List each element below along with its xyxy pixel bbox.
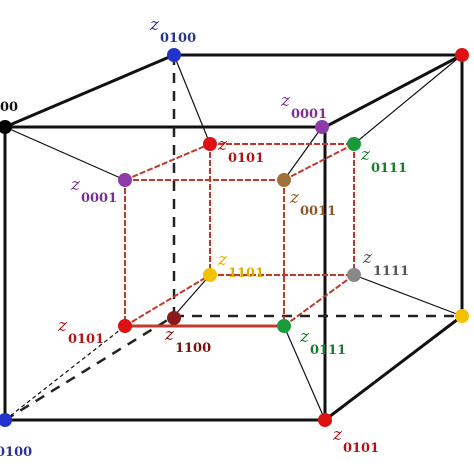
node-inner-top-back-left [203,137,217,151]
node-label-inner-top-front-left: z0001 [70,175,117,206]
connector-br-inner [283,325,326,421]
node-outer-top-right [455,48,469,62]
connector-yellow [353,274,463,317]
node-inner-top-front-left [118,173,132,187]
outer-edge-bottom-right [324,314,463,422]
node-inner-bottom-back-right [347,268,361,282]
node-label-outer-bottom-right: z0101 [332,425,379,456]
node-label-inner-top-back-left: z0101 [217,135,264,166]
connector-edges [4,54,463,421]
connector-tl-inner [4,126,126,181]
label-layer: z0100 0100 z0101 z1100 z0101 z0111 z0001 z0011 z… [0,15,409,460]
node-inner-bottom-back-left [203,268,217,282]
node-label-inner-bottom-front-right: z0111 [299,327,346,358]
node-label-outer-bottom-left: 0100 [0,445,32,460]
node-outer-back-bottom [167,311,181,325]
outer-edges [3,53,464,422]
connector-top-back [173,54,211,145]
connector-bl-inner [4,325,126,421]
inner-cube-edges [124,143,355,327]
dashed-edges [4,55,462,422]
node-inner-top-front-right [277,173,291,187]
inner-edge-4 [283,143,355,181]
dashed-edge-bottom-left [4,314,175,422]
outer-edge-top-right-diag [324,53,463,129]
node-label-inner-bottom-back-right: z1111 [362,248,409,279]
connector-right [353,54,463,145]
outer-edge-top-left [4,53,175,129]
inner-edge-12 [283,274,355,327]
inner-edge-3 [124,143,211,181]
node-outer-top-back [167,48,181,62]
node-inner-bottom-front-left [118,319,132,333]
node-layer [0,48,469,427]
node-inner-bottom-front-right [277,319,291,333]
connector-purple [283,126,323,181]
node-upper-right-purple [315,120,329,134]
node-outer-right-mid [455,309,469,323]
node-label-inner-bottom-front-left: z0101 [57,316,104,347]
node-inner-top-back-right [347,137,361,151]
inner-edge-11 [124,274,211,327]
node-outer-bottom-right [318,413,332,427]
node-label-inner-top-front-right: z0011 [289,188,336,219]
node-label-outer-back-bottom: z1100 [164,325,211,356]
node-outer-bottom-left [0,413,12,427]
connector-brown [173,274,211,317]
node-label-inner-top-back-right: z0111 [360,145,407,176]
node-label-inner-bottom-back-left: z1101 [217,250,264,281]
node-label-outer-top-back: z0100 [149,15,196,46]
partial-label-left: 00 [0,100,18,115]
node-label-upper-right-purple: z0001 [280,91,327,122]
node-outer-top-left [0,120,12,134]
